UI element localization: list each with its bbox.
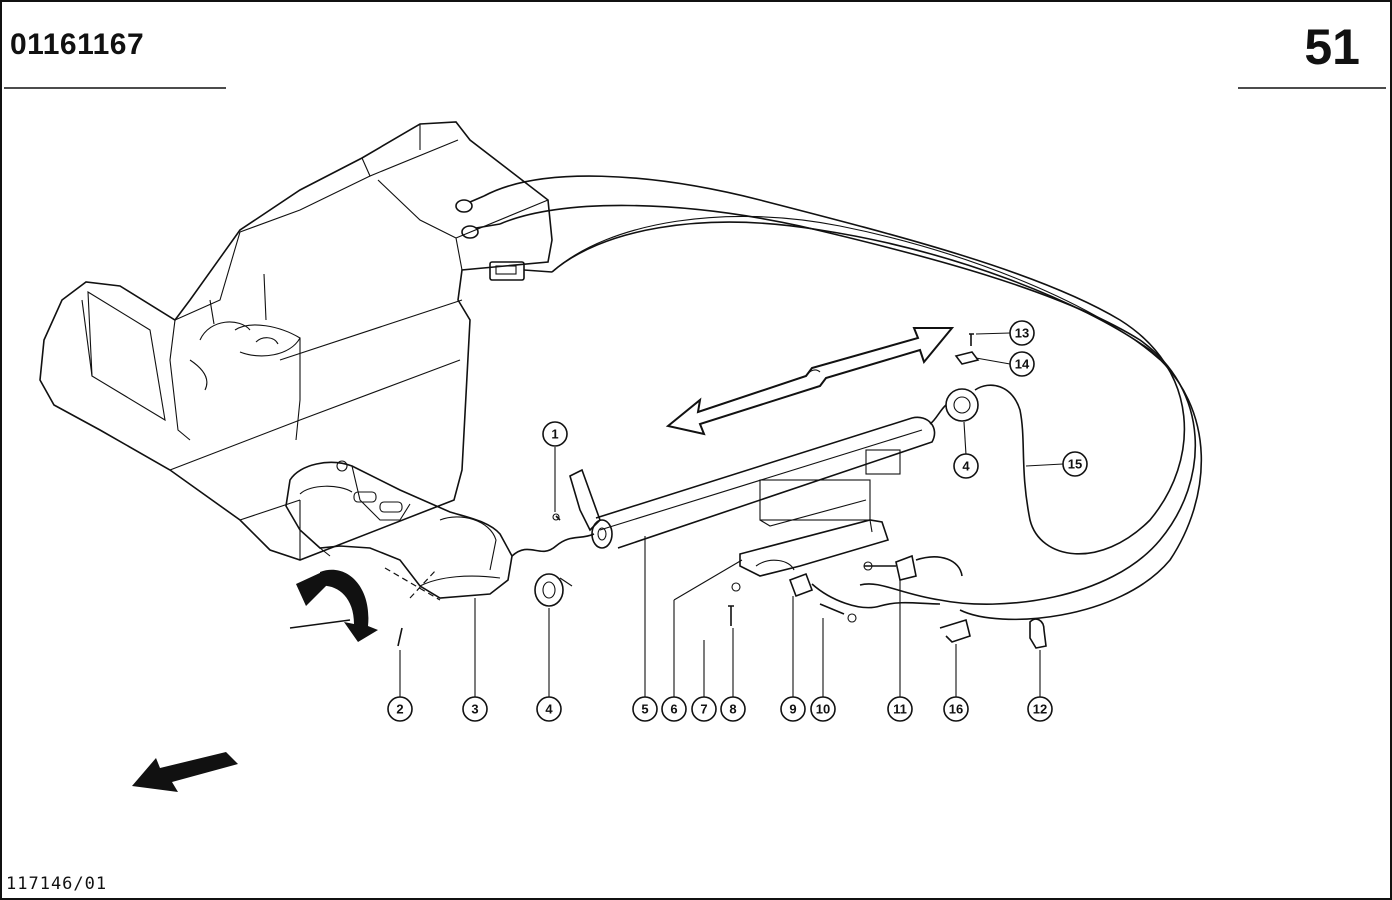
svg-text:10: 10 — [816, 702, 830, 717]
travel-arrow — [665, 327, 955, 436]
callout-3: 3 — [462, 696, 488, 722]
svg-text:4: 4 — [962, 459, 970, 474]
callout-4-right: 4 — [953, 453, 979, 479]
bracket-part6 — [739, 519, 890, 577]
callout-15: 15 — [1062, 451, 1088, 477]
svg-text:4: 4 — [545, 702, 553, 717]
callout-10: 10 — [810, 696, 836, 722]
svg-text:13: 13 — [1015, 326, 1029, 341]
callout-9: 9 — [780, 696, 806, 722]
bolt-part10 — [819, 603, 845, 615]
leader-lines — [399, 332, 1064, 697]
part-code: 01161167 — [10, 28, 145, 61]
gear-tube-part5 — [569, 416, 936, 549]
small-parts-group — [397, 333, 1047, 649]
washer-part7 — [731, 582, 741, 592]
clip-part16 — [939, 618, 971, 643]
callout-6: 6 — [661, 696, 687, 722]
clip-part12 — [1029, 618, 1047, 649]
shift-housing-part3 — [285, 460, 513, 601]
screw-part2 — [397, 627, 403, 647]
callout-4-left: 4 — [536, 696, 562, 722]
svg-text:5: 5 — [641, 702, 648, 717]
callout-16: 16 — [943, 696, 969, 722]
callout-13: 13 — [1009, 320, 1035, 346]
svg-text:6: 6 — [670, 702, 677, 717]
rotation-arrow — [289, 569, 378, 642]
svg-text:16: 16 — [949, 702, 963, 717]
grommet-part4-right — [929, 388, 979, 425]
clip-part9 — [788, 572, 814, 598]
bowden-cables — [483, 175, 1203, 621]
grommet-part4-left — [534, 573, 573, 607]
clip-part14 — [954, 351, 980, 365]
callout-7: 7 — [691, 696, 717, 722]
screw-part8 — [728, 605, 734, 626]
image-reference: 117146/01 — [6, 874, 108, 894]
svg-text:15: 15 — [1068, 457, 1082, 472]
svg-text:11: 11 — [893, 702, 907, 717]
svg-text:8: 8 — [729, 702, 736, 717]
bracket-part11 — [895, 554, 917, 581]
svg-text:2: 2 — [396, 702, 403, 717]
callout-12: 12 — [1027, 696, 1053, 722]
callout-1: 1 — [542, 421, 568, 447]
svg-text:14: 14 — [1015, 357, 1030, 372]
callout-14: 14 — [1009, 351, 1035, 377]
svg-text:7: 7 — [700, 702, 707, 717]
svg-text:9: 9 — [789, 702, 796, 717]
screw-part13 — [969, 333, 974, 346]
svg-text:1: 1 — [551, 427, 558, 442]
svg-text:12: 12 — [1033, 702, 1047, 717]
callout-2: 2 — [387, 696, 413, 722]
page-number: 51 — [1304, 19, 1360, 75]
washer-part1 — [555, 515, 561, 521]
callout-11: 11 — [887, 696, 913, 722]
cable-housing-to-tube — [511, 533, 595, 557]
svg-text:3: 3 — [471, 702, 478, 717]
callout-8: 8 — [720, 696, 746, 722]
callout-5: 5 — [632, 696, 658, 722]
direction-of-travel-arrow — [132, 752, 238, 792]
center-console-outline — [39, 121, 553, 561]
